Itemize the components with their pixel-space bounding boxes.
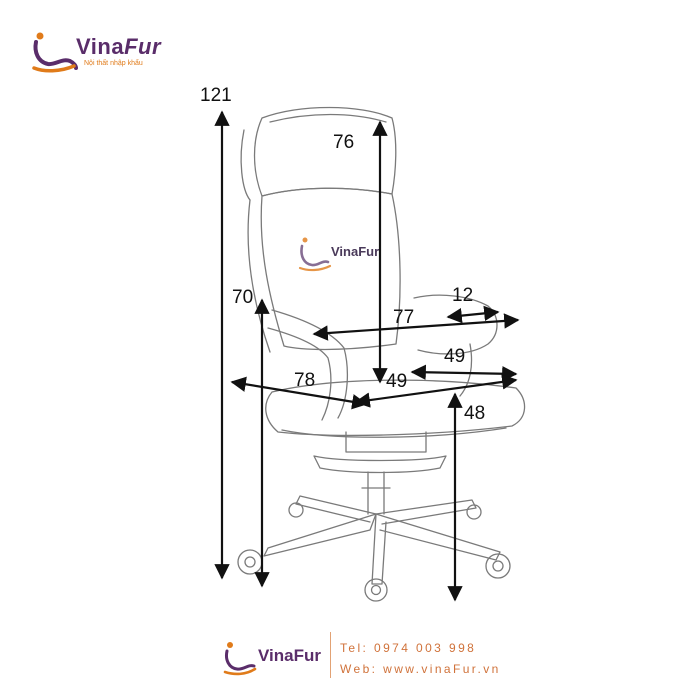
label-seat-depth: 49 <box>386 371 408 392</box>
label-total-height: 121 <box>200 85 232 106</box>
chair-backrest <box>260 187 401 351</box>
chair-armrest-left <box>271 309 348 419</box>
label-armrest-height: 70 <box>232 287 254 308</box>
label-backrest-height: 76 <box>333 132 355 153</box>
watermark-text: VinaFur <box>331 244 380 259</box>
arrow-armrest-width <box>446 305 500 324</box>
arrow-overall-width <box>312 313 520 341</box>
label-seat-width: 49 <box>444 346 466 367</box>
watermark-figure-icon <box>298 237 332 272</box>
chair-gas-cylinder <box>367 471 385 515</box>
footer-phone[interactable]: Tel: 0974 003 998 <box>340 641 477 655</box>
footer-website[interactable]: Web: www.vinaFur.vn <box>340 662 501 676</box>
brand-logo[interactable]: VinaFur Nội thất nhập khẩu <box>30 28 190 88</box>
logo-figure-icon <box>32 32 78 73</box>
footer-divider <box>330 632 331 678</box>
footer-brand: VinaFur <box>258 646 321 665</box>
arrow-seat-width <box>410 364 518 382</box>
footer-logo-figure-icon <box>223 642 257 676</box>
caster-back-right <box>466 504 482 520</box>
footer-logo[interactable]: VinaFur <box>222 636 332 682</box>
label-overall-depth: 78 <box>294 370 316 391</box>
caster-back-left <box>288 502 304 518</box>
logo-tagline: Nội thất nhập khẩu <box>84 60 143 67</box>
arrow-overall-depth <box>230 376 368 410</box>
arrow-seat-depth <box>354 374 518 408</box>
label-armrest-width: 12 <box>452 285 474 306</box>
label-overall-width: 77 <box>393 307 415 328</box>
chair-mechanism <box>345 431 427 453</box>
logo-wordmark: VinaFur <box>76 34 162 59</box>
caster-left <box>237 549 263 575</box>
label-seat-height: 48 <box>464 403 486 424</box>
chair-star-base <box>263 513 377 557</box>
caster-front <box>364 578 388 602</box>
caster-right <box>485 553 511 579</box>
